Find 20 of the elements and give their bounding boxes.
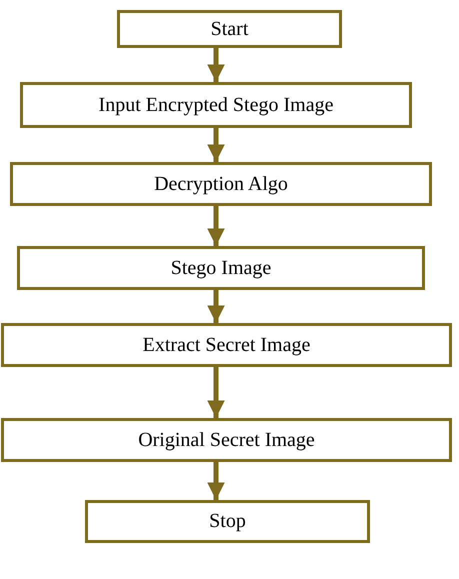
process-box (1, 418, 452, 462)
arrow (207, 128, 225, 162)
step-label: Extract Secret Image (142, 334, 310, 356)
arrow (207, 367, 225, 418)
step-label: Stego Image (170, 258, 272, 278)
arrow (207, 462, 225, 500)
step-label: Input Encrypted Stego Image (98, 94, 334, 116)
arrow (207, 48, 225, 82)
process-box (10, 162, 432, 206)
arrow (207, 290, 225, 323)
step-label: Stop (209, 511, 246, 532)
step-label: Decryption Algo (154, 174, 288, 194)
process-box (117, 10, 342, 48)
step-label: Start (210, 18, 248, 40)
process-box (1, 323, 452, 367)
process-box (20, 82, 412, 128)
arrow (207, 206, 225, 246)
step-label: Original Secret Image (138, 430, 315, 450)
process-box (85, 500, 370, 543)
process-box (17, 246, 425, 290)
